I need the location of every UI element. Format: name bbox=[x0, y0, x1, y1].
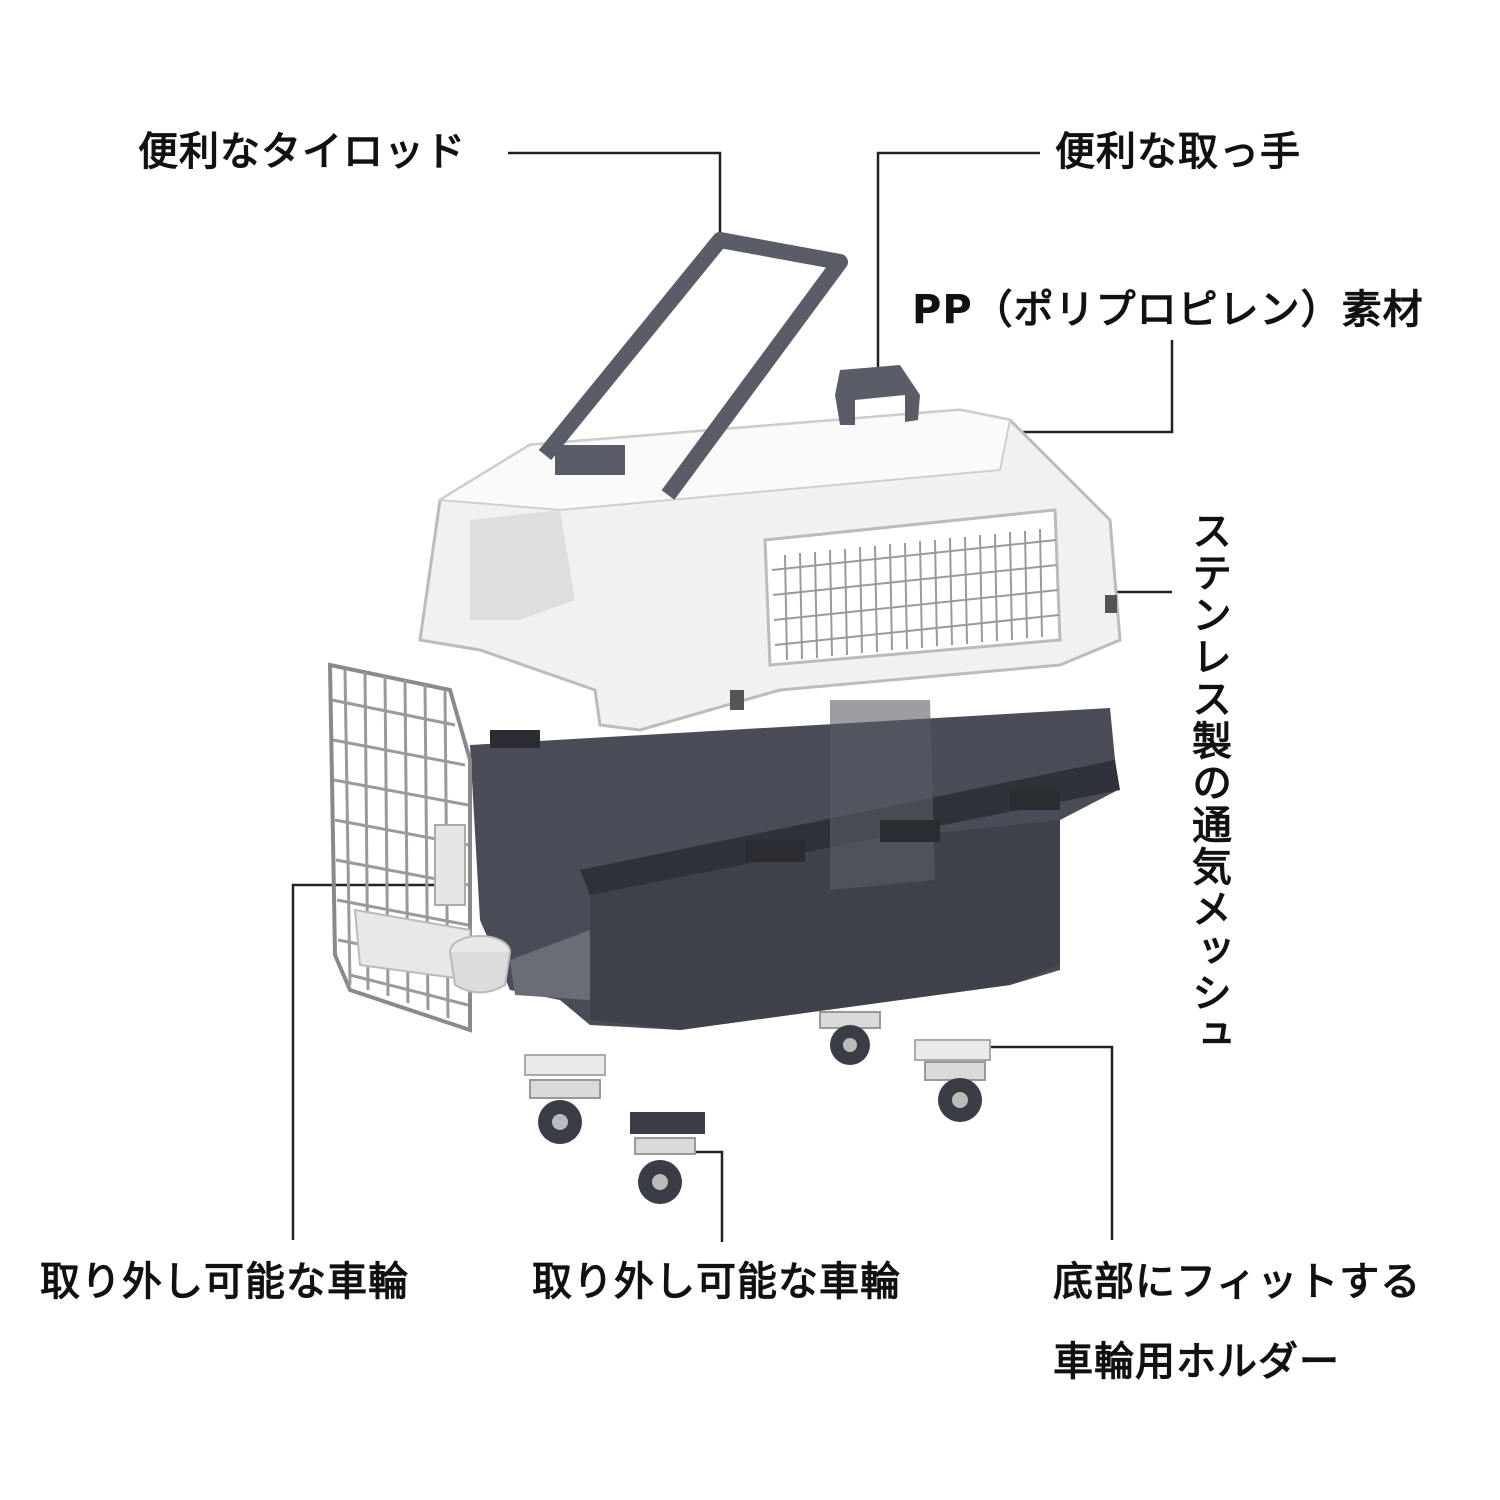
wheel-caster-front-middle bbox=[630, 1112, 705, 1204]
wheel-caster-rear-middle bbox=[819, 1011, 881, 1065]
top-handle bbox=[835, 365, 920, 425]
leader-handle bbox=[876, 151, 1040, 368]
tie-rod-handle bbox=[538, 232, 848, 500]
door-latch bbox=[434, 824, 466, 906]
label-holder-line2: 車輪用ホルダー bbox=[1053, 1339, 1340, 1385]
wheel-caster-front-left bbox=[524, 1054, 606, 1144]
label-wheel-middle: 取り外し可能な車輪 bbox=[532, 1259, 901, 1305]
carrier-door bbox=[327, 662, 472, 1033]
label-wheel-left: 取り外し可能な車輪 bbox=[40, 1259, 409, 1305]
food-bowls bbox=[353, 908, 511, 994]
label-handle: 便利な取っ手 bbox=[1055, 129, 1301, 175]
label-tie-rod: 便利なタイロッド bbox=[138, 129, 466, 175]
leader-holder bbox=[990, 1045, 1114, 1240]
leader-wheel-middle bbox=[690, 1150, 724, 1242]
label-holder-line1: 底部にフィットする bbox=[1053, 1259, 1422, 1305]
vent-mesh bbox=[771, 528, 1060, 661]
label-mesh: ステンレス製の通気メッシュ bbox=[1185, 510, 1231, 1056]
carrier-top-shell bbox=[418, 365, 1122, 732]
wheel-caster-rear-right bbox=[914, 1039, 991, 1122]
carrier-base bbox=[470, 700, 1120, 1030]
label-material: PP（ポリプロピレン）素材 bbox=[912, 287, 1424, 333]
leader-tie-rod bbox=[508, 151, 722, 245]
leader-material bbox=[995, 340, 1174, 434]
